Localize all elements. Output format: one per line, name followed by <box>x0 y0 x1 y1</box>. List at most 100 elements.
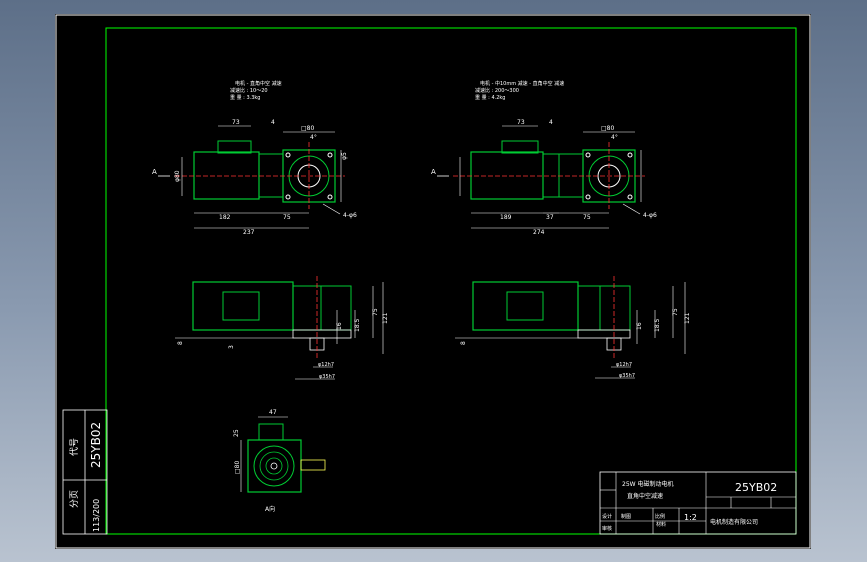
a-view-circle-mid <box>259 451 289 481</box>
dim-sq-right: □80 <box>601 125 614 132</box>
outer-border <box>55 14 811 549</box>
tb-draw-label: 制图 <box>621 513 631 520</box>
front-dim-shaft2-right: φ35h7 <box>619 373 635 379</box>
front-brake-left <box>222 291 260 321</box>
front-motor-left <box>192 281 294 331</box>
tb-check-label: 审核 <box>602 525 612 532</box>
gear-neck-right <box>558 153 584 198</box>
dim-4-left: 4 <box>271 119 275 126</box>
motor-terminal-box-left <box>217 140 252 154</box>
dim-ang-right: 4° <box>611 134 618 141</box>
note-left-1: 电机 - 直角中空 减速 <box>235 80 282 87</box>
a-view-label: A向 <box>265 505 275 513</box>
top-left-view: 电机 - 直角中空 减速 减速比 : 10～20 重 量 : 3.3kg 73 … <box>152 80 357 236</box>
motor-body-left <box>193 151 260 200</box>
hole-right-2 <box>627 152 633 158</box>
front-dim-16-right: 16 <box>636 322 643 330</box>
side-code-block: 代号 25YB02 分页 113/200 <box>62 409 108 535</box>
hole-left-3 <box>285 194 291 200</box>
dim-73-left: 73 <box>232 119 240 126</box>
front-dim-shaft1-left: φ12h7 <box>318 362 334 368</box>
dim-sq-left: □80 <box>301 125 314 132</box>
dim-holes-right: 4-φ6 <box>643 212 657 219</box>
title-block-frame <box>599 471 797 535</box>
a-view-circle-outer <box>253 445 295 487</box>
a-view-body <box>247 439 302 493</box>
front-dim-121-left: 121 <box>382 312 389 324</box>
dim-75-right: 75 <box>583 214 591 221</box>
cad-drawing: 电机 - 直角中空 减速 减速比 : 10～20 重 量 : 3.3kg 73 … <box>55 14 811 549</box>
dim-4-right: 4 <box>549 119 553 126</box>
dim-75-left: 75 <box>283 214 291 221</box>
a-view-circle-center <box>270 462 278 470</box>
dim-237: 237 <box>243 229 255 236</box>
a-view-dim-25: 25 <box>233 429 240 437</box>
dim-73-right: 73 <box>517 119 525 126</box>
top-right-view: 电机 - 中10mm 减速 - 直角中空 减速 减速比 : 200～300 重 … <box>431 80 657 236</box>
hole-right-3 <box>585 194 591 200</box>
a-view-shaft <box>300 459 326 471</box>
dim-phi80-left: φ80 <box>174 170 181 182</box>
leader-holes-right <box>622 203 641 215</box>
note-left-2: 减速比 : 10～20 <box>230 87 268 94</box>
note-right-3: 重 量 : 4.2kg <box>475 94 505 101</box>
hole-right-4 <box>627 194 633 200</box>
side-code-value: 25YB02 <box>89 422 103 468</box>
dim-189: 189 <box>500 214 512 221</box>
front-dim-75-left: 75 <box>372 308 379 316</box>
front-dim-8-left: 8 <box>177 341 184 345</box>
gear-stage1-right <box>542 153 560 198</box>
front-base-right <box>577 329 631 339</box>
front-gear-right <box>577 285 601 331</box>
note-right-1: 电机 - 中10mm 减速 - 直角中空 减速 <box>480 80 564 87</box>
gear-neck-left <box>258 153 284 198</box>
a-view: 47 25 □80 A向 <box>233 409 326 513</box>
dim-phi-left: φ5 <box>341 152 348 160</box>
front-base-left <box>292 329 352 339</box>
front-dim-185-right: 18.5 <box>654 318 661 332</box>
tb-material-label: 材料 <box>656 521 666 528</box>
motor-terminal-box-right <box>501 140 539 154</box>
front-motor-right <box>472 281 579 331</box>
hole-left-2 <box>327 152 333 158</box>
front-dim-shaft2-left: φ35h7 <box>319 374 335 380</box>
front-view-right: 8 16 18.5 75 121 φ12h7 φ35h7 <box>455 276 691 379</box>
hole-right-1 <box>585 152 591 158</box>
tb-scale-label: 比例 <box>655 513 665 520</box>
drawing-sheet: 电机 - 直角中空 减速 减速比 : 10～20 重 量 : 3.3kg 73 … <box>55 14 811 549</box>
a-view-dim-47: 47 <box>269 409 277 416</box>
front-brake-right <box>506 291 544 321</box>
tb-code: 25YB02 <box>735 481 777 494</box>
tb-name-line1: 25W 电磁制动电机 <box>622 480 673 488</box>
tb-company: 电机制造有限公司 <box>710 518 758 526</box>
a-view-circle-inner <box>265 457 283 475</box>
dim-37: 37 <box>546 214 554 221</box>
tb-scale-value: 1:2 <box>684 513 697 522</box>
hole-left-1 <box>285 152 291 158</box>
front-dim-185-left: 18.5 <box>354 318 361 332</box>
hole-left-4 <box>327 194 333 200</box>
tb-design-label: 设计 <box>602 513 612 520</box>
arrow-a-left: A <box>152 168 157 176</box>
front-dim-16-left: 16 <box>336 322 343 330</box>
front-dim-75-right: 75 <box>672 308 679 316</box>
arrow-a-right: A <box>431 168 436 176</box>
front-gearbox-right <box>599 285 631 331</box>
tb-name-line2: 直角中空减速 <box>627 492 663 500</box>
dim-holes-left: 4-φ6 <box>343 212 357 219</box>
a-view-dim-sq80: □80 <box>234 461 241 474</box>
a-view-top-box <box>258 423 284 441</box>
dim-ang-left: 4° <box>310 134 317 141</box>
inner-frame <box>105 27 797 535</box>
front-dim-121-right: 121 <box>684 312 691 324</box>
front-dim-3-left: 3 <box>228 345 235 349</box>
dim-182: 182 <box>219 214 231 221</box>
side-code-label: 代号 <box>69 438 80 456</box>
side-sheet-label: 分页 <box>69 490 80 508</box>
leader-holes-left <box>322 203 341 215</box>
motor-body-right <box>470 151 544 200</box>
note-left-3: 重 量 : 3.3kg <box>230 94 260 101</box>
side-sheet-value: 113/200 <box>92 499 101 532</box>
front-dim-shaft1-right: φ12h7 <box>616 362 632 368</box>
front-dim-8-right: 8 <box>460 341 467 345</box>
